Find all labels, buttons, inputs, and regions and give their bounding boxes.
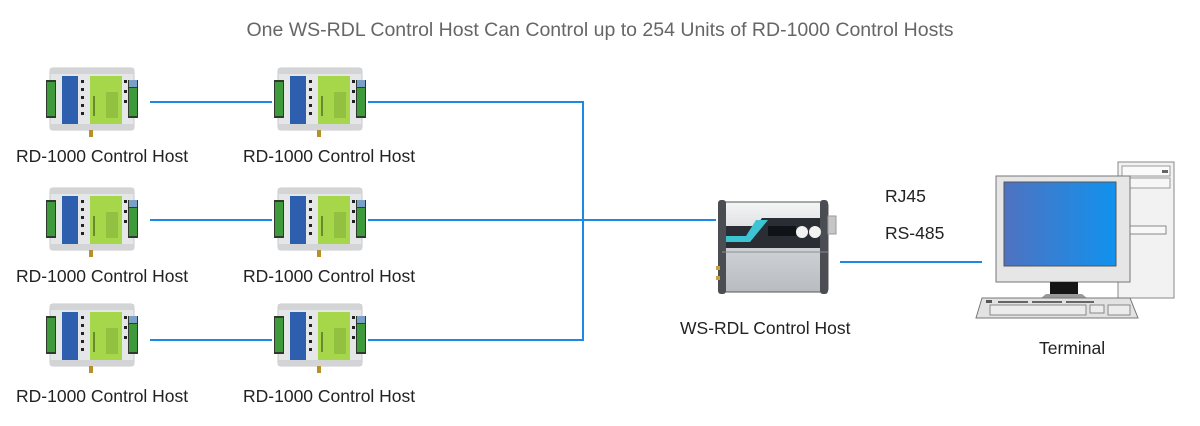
connection-label-rj45: RJ45 [885, 186, 926, 206]
rd1000-device-icon [44, 302, 140, 374]
rd1000-label: RD-1000 Control Host [243, 266, 416, 286]
bus-line [368, 101, 584, 103]
bus-line [368, 339, 584, 341]
rd1000-label: RD-1000 Control Host [16, 146, 189, 166]
rd1000-device-icon [272, 302, 368, 374]
link-line [150, 339, 272, 341]
rd1000-label: RD-1000 Control Host [243, 146, 416, 166]
bus-line [368, 219, 584, 221]
bus-vertical-line [582, 101, 584, 341]
bus-to-ws-line [582, 219, 716, 221]
rd1000-device-icon [44, 66, 140, 138]
ws-rdl-label: WS-RDL Control Host [680, 318, 851, 338]
link-line [150, 101, 272, 103]
rd1000-device-icon [272, 66, 368, 138]
rd1000-device-icon [44, 186, 140, 258]
ws-to-terminal-line [840, 261, 982, 263]
rd1000-label: RD-1000 Control Host [16, 386, 189, 406]
connection-label-rs485: RS-485 [885, 223, 945, 243]
terminal-computer-icon [970, 156, 1190, 326]
ws-rdl-device-icon [716, 196, 840, 296]
rd1000-label: RD-1000 Control Host [16, 266, 189, 286]
link-line [150, 219, 272, 221]
diagram-title: One WS-RDL Control Host Can Control up t… [246, 19, 954, 41]
rd1000-device-icon [272, 186, 368, 258]
terminal-label: Terminal [1039, 338, 1106, 358]
rd1000-label: RD-1000 Control Host [243, 386, 416, 406]
